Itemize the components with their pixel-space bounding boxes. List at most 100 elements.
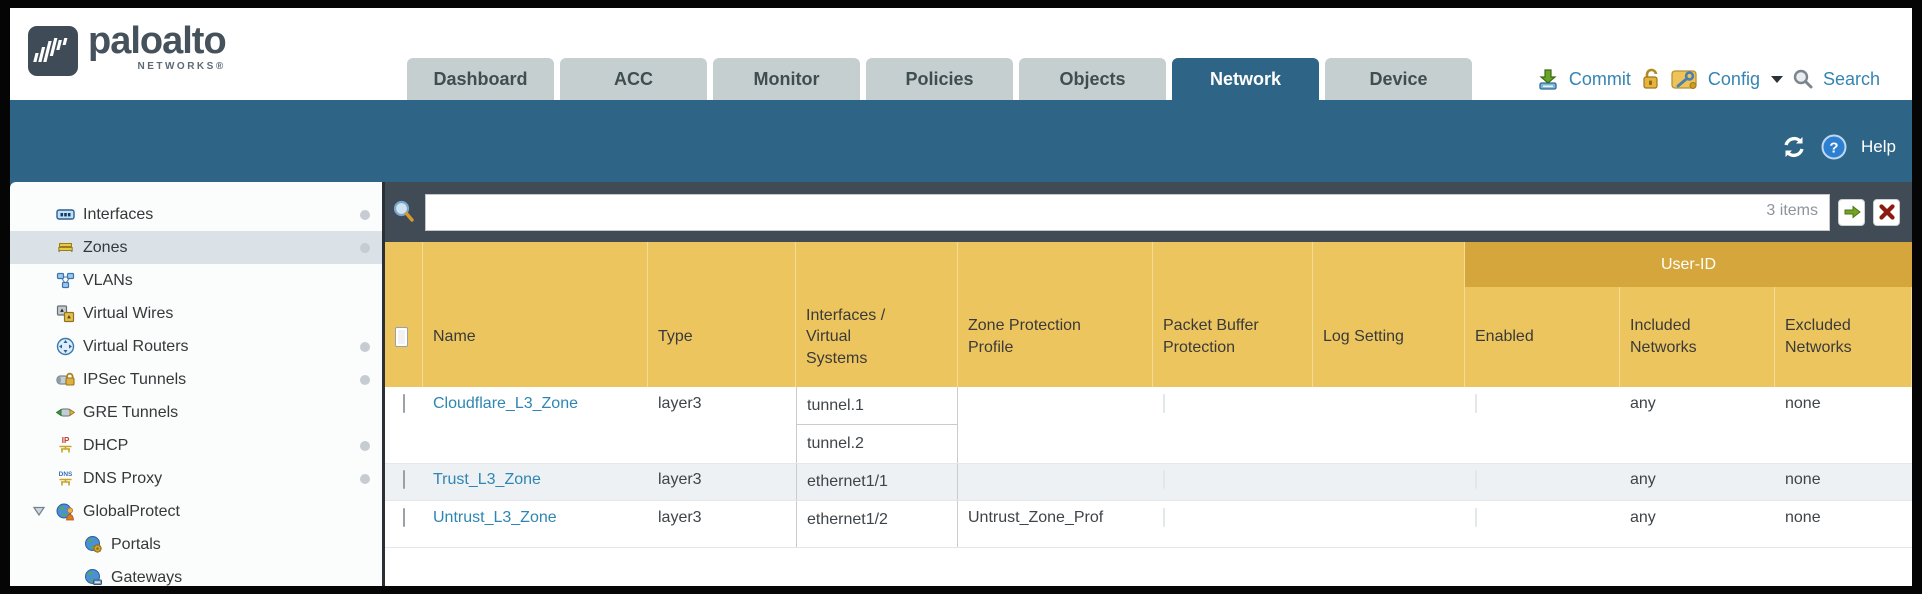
sidebar-item-zones[interactable]: Zones bbox=[10, 231, 382, 264]
column-header-included-networks[interactable]: Included Networks bbox=[1620, 242, 1775, 387]
config-icon[interactable] bbox=[1671, 67, 1699, 91]
enabled-checkbox[interactable] bbox=[1475, 508, 1477, 527]
sidebar-nav: Interfaces Zones VLANs bbox=[10, 182, 382, 586]
enabled-checkbox[interactable] bbox=[1475, 394, 1477, 413]
zone-name-link[interactable]: Trust_L3_Zone bbox=[433, 471, 541, 488]
zone-name-link[interactable]: Untrust_L3_Zone bbox=[433, 509, 557, 526]
commit-button[interactable]: Commit bbox=[1568, 68, 1631, 89]
zone-type-cell: layer3 bbox=[658, 471, 702, 488]
interface-entry: tunnel.2 bbox=[807, 435, 864, 452]
tab-objects[interactable]: Objects bbox=[1019, 58, 1166, 100]
sidebar-item-gateways[interactable]: Gateways bbox=[10, 561, 382, 586]
column-header-excluded-networks[interactable]: Excluded Networks bbox=[1775, 242, 1912, 387]
log-setting-cell bbox=[1313, 501, 1465, 547]
row-checkbox[interactable] bbox=[403, 470, 405, 489]
sidebar-item-interfaces[interactable]: Interfaces bbox=[10, 198, 382, 231]
row-checkbox[interactable] bbox=[403, 508, 405, 527]
zone-interfaces-cell: ethernet1/2 bbox=[796, 501, 958, 547]
config-menu[interactable]: Config bbox=[1707, 68, 1760, 89]
commit-icon[interactable] bbox=[1536, 67, 1560, 91]
refresh-icon[interactable] bbox=[1781, 134, 1807, 160]
app-window: paloalto NETWORKS® Dashboard ACC Monitor… bbox=[10, 8, 1912, 586]
tab-monitor[interactable]: Monitor bbox=[713, 58, 860, 100]
zones-icon bbox=[58, 242, 73, 253]
table-header: Name Type Interfaces / Virtual Systems Z… bbox=[385, 242, 1912, 387]
packet-buffer-checkbox[interactable] bbox=[1163, 508, 1165, 527]
sidebar-item-virtual-wires[interactable]: Virtual Wires bbox=[10, 297, 382, 330]
tab-dashboard[interactable]: Dashboard bbox=[407, 58, 554, 100]
help-label[interactable]: Help bbox=[1861, 137, 1896, 156]
globalprotect-icon bbox=[56, 503, 74, 521]
ipsec-tunnels-icon bbox=[56, 372, 75, 386]
help-icon[interactable]: ? bbox=[1821, 134, 1847, 160]
sidebar-item-dns-proxy[interactable]: DNS DNS Proxy bbox=[10, 462, 382, 495]
column-header-name[interactable]: Name bbox=[423, 242, 648, 387]
sidebar-item-virtual-routers[interactable]: Virtual Routers bbox=[10, 330, 382, 363]
sidebar-item-label: Portals bbox=[111, 536, 161, 553]
sidebar-item-label: Zones bbox=[83, 239, 128, 256]
lock-icon[interactable] bbox=[1640, 67, 1662, 91]
sidebar-item-ipsec-tunnels[interactable]: IPSec Tunnels bbox=[10, 363, 382, 396]
brand-subtitle: NETWORKS® bbox=[137, 61, 226, 72]
vlans-icon bbox=[56, 272, 75, 289]
collapse-triangle-icon[interactable] bbox=[32, 504, 46, 518]
dhcp-icon: IP bbox=[59, 436, 72, 453]
zones-content: 3 items Name Type Interfaces bbox=[382, 182, 1912, 586]
packet-buffer-checkbox[interactable] bbox=[1163, 470, 1165, 489]
sidebar-item-portals[interactable]: Portals bbox=[10, 528, 382, 561]
interface-entry: ethernet1/2 bbox=[807, 511, 888, 528]
sidebar-item-globalprotect[interactable]: GlobalProtect bbox=[10, 495, 382, 528]
clear-filter-button[interactable] bbox=[1873, 198, 1900, 226]
column-header-type[interactable]: Type bbox=[648, 242, 796, 387]
config-caret-icon[interactable] bbox=[1770, 75, 1783, 83]
sidebar-item-label: GRE Tunnels bbox=[83, 404, 179, 421]
apply-filter-button[interactable] bbox=[1838, 198, 1865, 226]
filter-input[interactable] bbox=[425, 193, 1830, 231]
zone-name-cell: Untrust_L3_Zone bbox=[423, 501, 648, 547]
zone-protection-profile-cell bbox=[958, 464, 1153, 500]
enabled-checkbox[interactable] bbox=[1475, 470, 1477, 489]
column-header-interfaces[interactable]: Interfaces / Virtual Systems bbox=[796, 242, 958, 387]
packet-buffer-protection-cell bbox=[1153, 387, 1313, 463]
paloalto-logo-icon bbox=[28, 26, 78, 76]
brand-name: paloalto bbox=[88, 20, 227, 62]
main-tabs: Dashboard ACC Monitor Policies Objects N… bbox=[407, 58, 1472, 100]
portals-icon bbox=[85, 536, 102, 553]
column-header-zone-protection-profile[interactable]: Zone Protection Profile bbox=[958, 242, 1153, 387]
tab-device[interactable]: Device bbox=[1325, 58, 1472, 100]
wordmark: paloalto NETWORKS® bbox=[88, 20, 227, 72]
dns-proxy-icon: DNS bbox=[59, 471, 73, 486]
sidebar-item-gre-tunnels[interactable]: GRE Tunnels bbox=[10, 396, 382, 429]
excluded-networks-cell: none bbox=[1785, 509, 1821, 526]
sidebar-item-label: Virtual Wires bbox=[83, 305, 174, 322]
packet-buffer-protection-cell bbox=[1153, 501, 1313, 547]
green-arrow-icon bbox=[1844, 205, 1861, 219]
table-row: Cloudflare_L3_Zone layer3 tunnel.1 tunne… bbox=[385, 387, 1912, 464]
sidebar-item-dhcp[interactable]: IP DHCP bbox=[10, 429, 382, 462]
network-sidebar: Interfaces Zones VLANs bbox=[10, 182, 382, 586]
zone-name-cell: Trust_L3_Zone bbox=[423, 464, 648, 500]
packet-buffer-checkbox[interactable] bbox=[1163, 394, 1165, 413]
tab-network[interactable]: Network bbox=[1172, 58, 1319, 100]
column-header-enabled[interactable]: Enabled bbox=[1465, 242, 1620, 387]
select-all-checkbox[interactable] bbox=[395, 327, 408, 347]
search-icon[interactable] bbox=[1792, 68, 1814, 90]
search-button[interactable]: Search bbox=[1822, 68, 1880, 89]
paloalto-logo: paloalto NETWORKS® bbox=[28, 20, 227, 76]
user-id-enabled-cell bbox=[1465, 501, 1620, 547]
column-header-packet-buffer-protection[interactable]: Packet Buffer Protection bbox=[1153, 242, 1313, 387]
sidebar-item-vlans[interactable]: VLANs bbox=[10, 264, 382, 297]
tab-policies[interactable]: Policies bbox=[866, 58, 1013, 100]
table-row: Trust_L3_Zone layer3 ethernet1/1 any non… bbox=[385, 464, 1912, 501]
column-header-log-setting[interactable]: Log Setting bbox=[1313, 242, 1465, 387]
filter-search-icon[interactable] bbox=[391, 199, 417, 225]
zone-interfaces-cell: tunnel.1 tunnel.2 bbox=[796, 387, 958, 463]
zone-name-link[interactable]: Cloudflare_L3_Zone bbox=[433, 395, 578, 412]
teal-banner: ? Help bbox=[10, 100, 1912, 182]
sidebar-item-label: Virtual Routers bbox=[83, 338, 189, 355]
filter-bar: 3 items bbox=[385, 182, 1912, 242]
status-dot bbox=[360, 342, 370, 352]
row-checkbox[interactable] bbox=[403, 394, 405, 413]
red-x-icon bbox=[1878, 204, 1895, 220]
tab-acc[interactable]: ACC bbox=[560, 58, 707, 100]
